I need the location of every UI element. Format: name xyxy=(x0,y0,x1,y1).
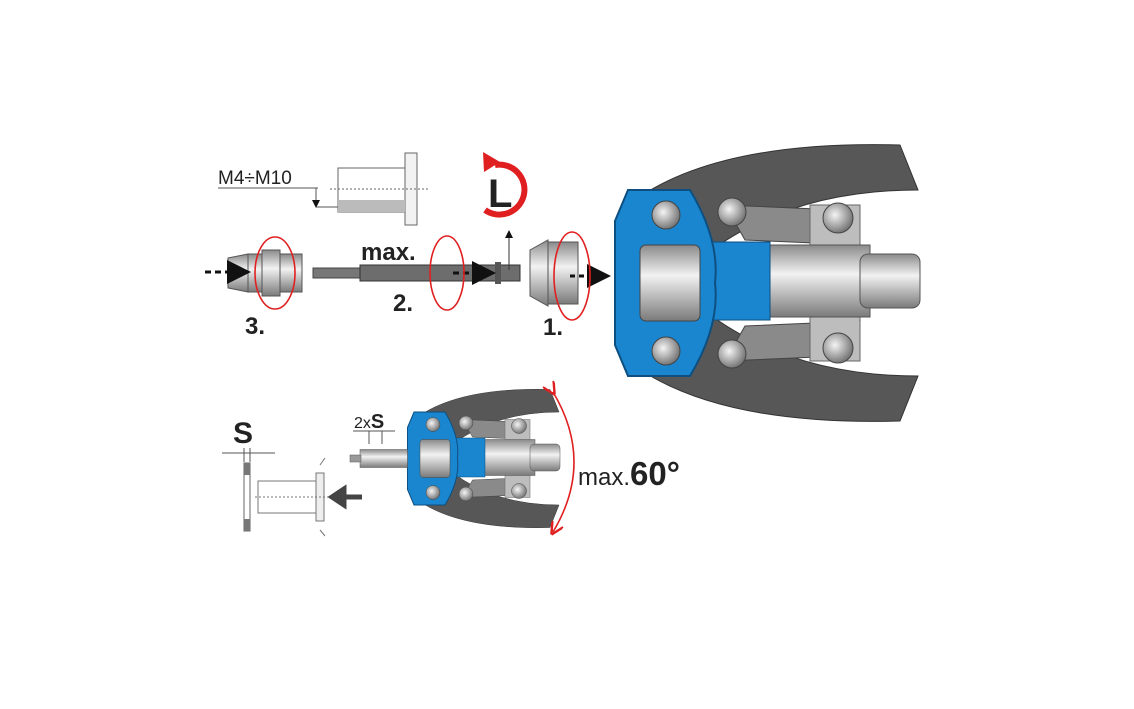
tool-small xyxy=(349,388,561,529)
max-label: max. xyxy=(361,239,416,266)
left-thread-label: L xyxy=(488,172,512,216)
tool-large xyxy=(614,143,921,423)
left-rotation-arrowhead-icon xyxy=(483,152,500,172)
opening-angle-arrow-icon xyxy=(553,392,575,532)
thickness-label: S xyxy=(233,417,253,450)
gap-dimension xyxy=(353,430,395,444)
step-3-label: 3. xyxy=(245,313,265,340)
left-rotation-arrow-icon xyxy=(483,161,528,218)
step-2-label: 2. xyxy=(393,290,413,317)
mandrel-part-2 xyxy=(312,230,521,311)
nozzle-part-1 xyxy=(529,231,611,321)
step-1-label: 1. xyxy=(543,314,563,341)
rivet-nut-top xyxy=(218,152,430,226)
angle-label: max.60° xyxy=(578,455,680,492)
workpiece-sheet xyxy=(222,448,362,537)
nosepiece-part-3 xyxy=(205,236,303,310)
thread-range-label: M4÷M10 xyxy=(218,168,292,189)
gap-label: 2xS xyxy=(354,411,384,433)
